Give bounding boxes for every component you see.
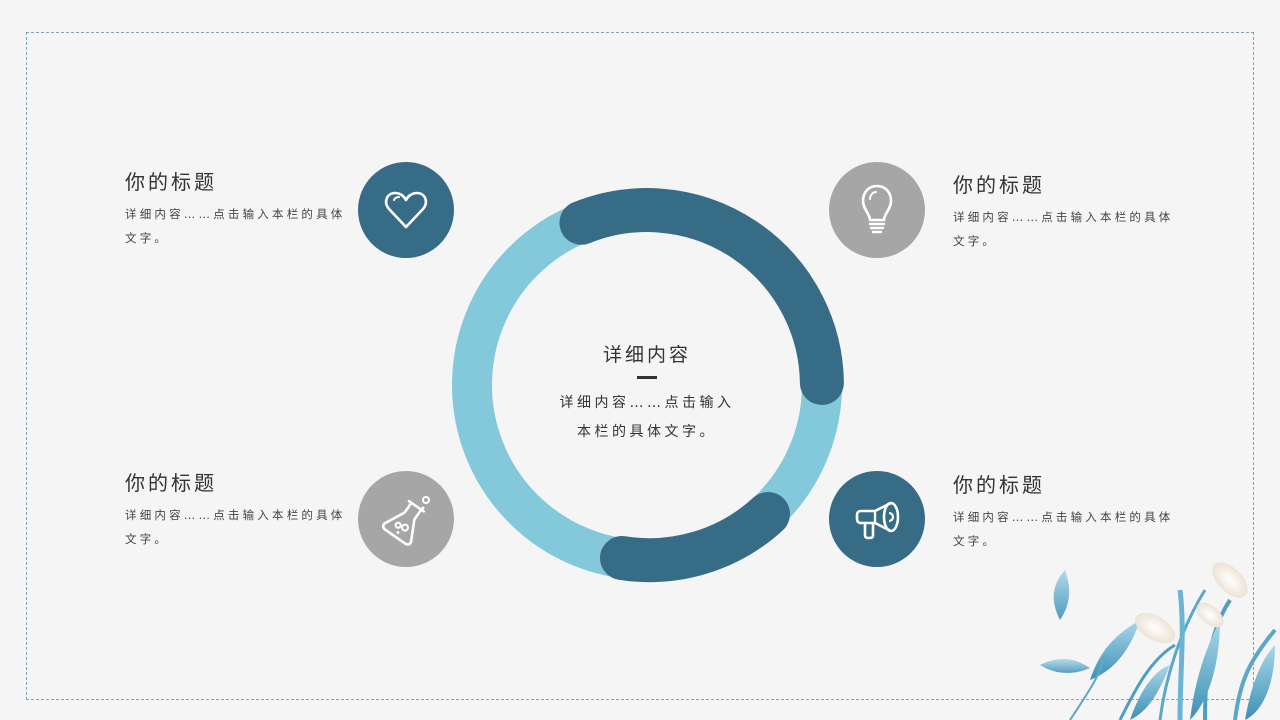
megaphone-icon bbox=[855, 501, 900, 540]
megaphone-icon-badge bbox=[829, 471, 925, 567]
ring-segment-top bbox=[559, 188, 844, 405]
item-title: 你的标题 bbox=[953, 473, 1045, 497]
item-description: 详细内容……点击输入本栏的具体文字。 bbox=[953, 210, 1174, 248]
ring-segment-bottom bbox=[600, 492, 790, 583]
item-title: 你的标题 bbox=[125, 170, 217, 194]
center-title: 详细内容 bbox=[602, 344, 691, 366]
dashed-frame bbox=[26, 32, 1254, 700]
lightbulb-icon-badge bbox=[829, 162, 925, 258]
center-content: 详细内容 详细内容……点击输入本栏的具体文字。 bbox=[547, 340, 747, 447]
item-description: 详细内容……点击输入本栏的具体文字。 bbox=[125, 508, 346, 546]
flask-icon-badge bbox=[358, 471, 454, 567]
item-title: 你的标题 bbox=[953, 173, 1045, 197]
heart-icon-badge bbox=[358, 162, 454, 258]
center-divider bbox=[637, 376, 657, 379]
item-bottom-right: 你的标题 详细内容……点击输入本栏的具体文字。 bbox=[953, 471, 1188, 553]
center-description: 详细内容……点击输入本栏的具体文字。 bbox=[559, 395, 735, 440]
item-top-right: 你的标题 详细内容……点击输入本栏的具体文字。 bbox=[953, 171, 1188, 253]
item-title: 你的标题 bbox=[125, 471, 217, 495]
item-description: 详细内容……点击输入本栏的具体文字。 bbox=[953, 510, 1174, 548]
plant-decoration bbox=[1040, 562, 1277, 720]
item-top-left: 你的标题 详细内容……点击输入本栏的具体文字。 bbox=[125, 168, 360, 250]
flask-icon bbox=[381, 496, 430, 546]
item-bottom-left: 你的标题 详细内容……点击输入本栏的具体文字。 bbox=[125, 469, 360, 551]
lightbulb-icon bbox=[861, 184, 893, 234]
item-description: 详细内容……点击输入本栏的具体文字。 bbox=[125, 207, 346, 245]
heart-icon bbox=[384, 191, 428, 229]
